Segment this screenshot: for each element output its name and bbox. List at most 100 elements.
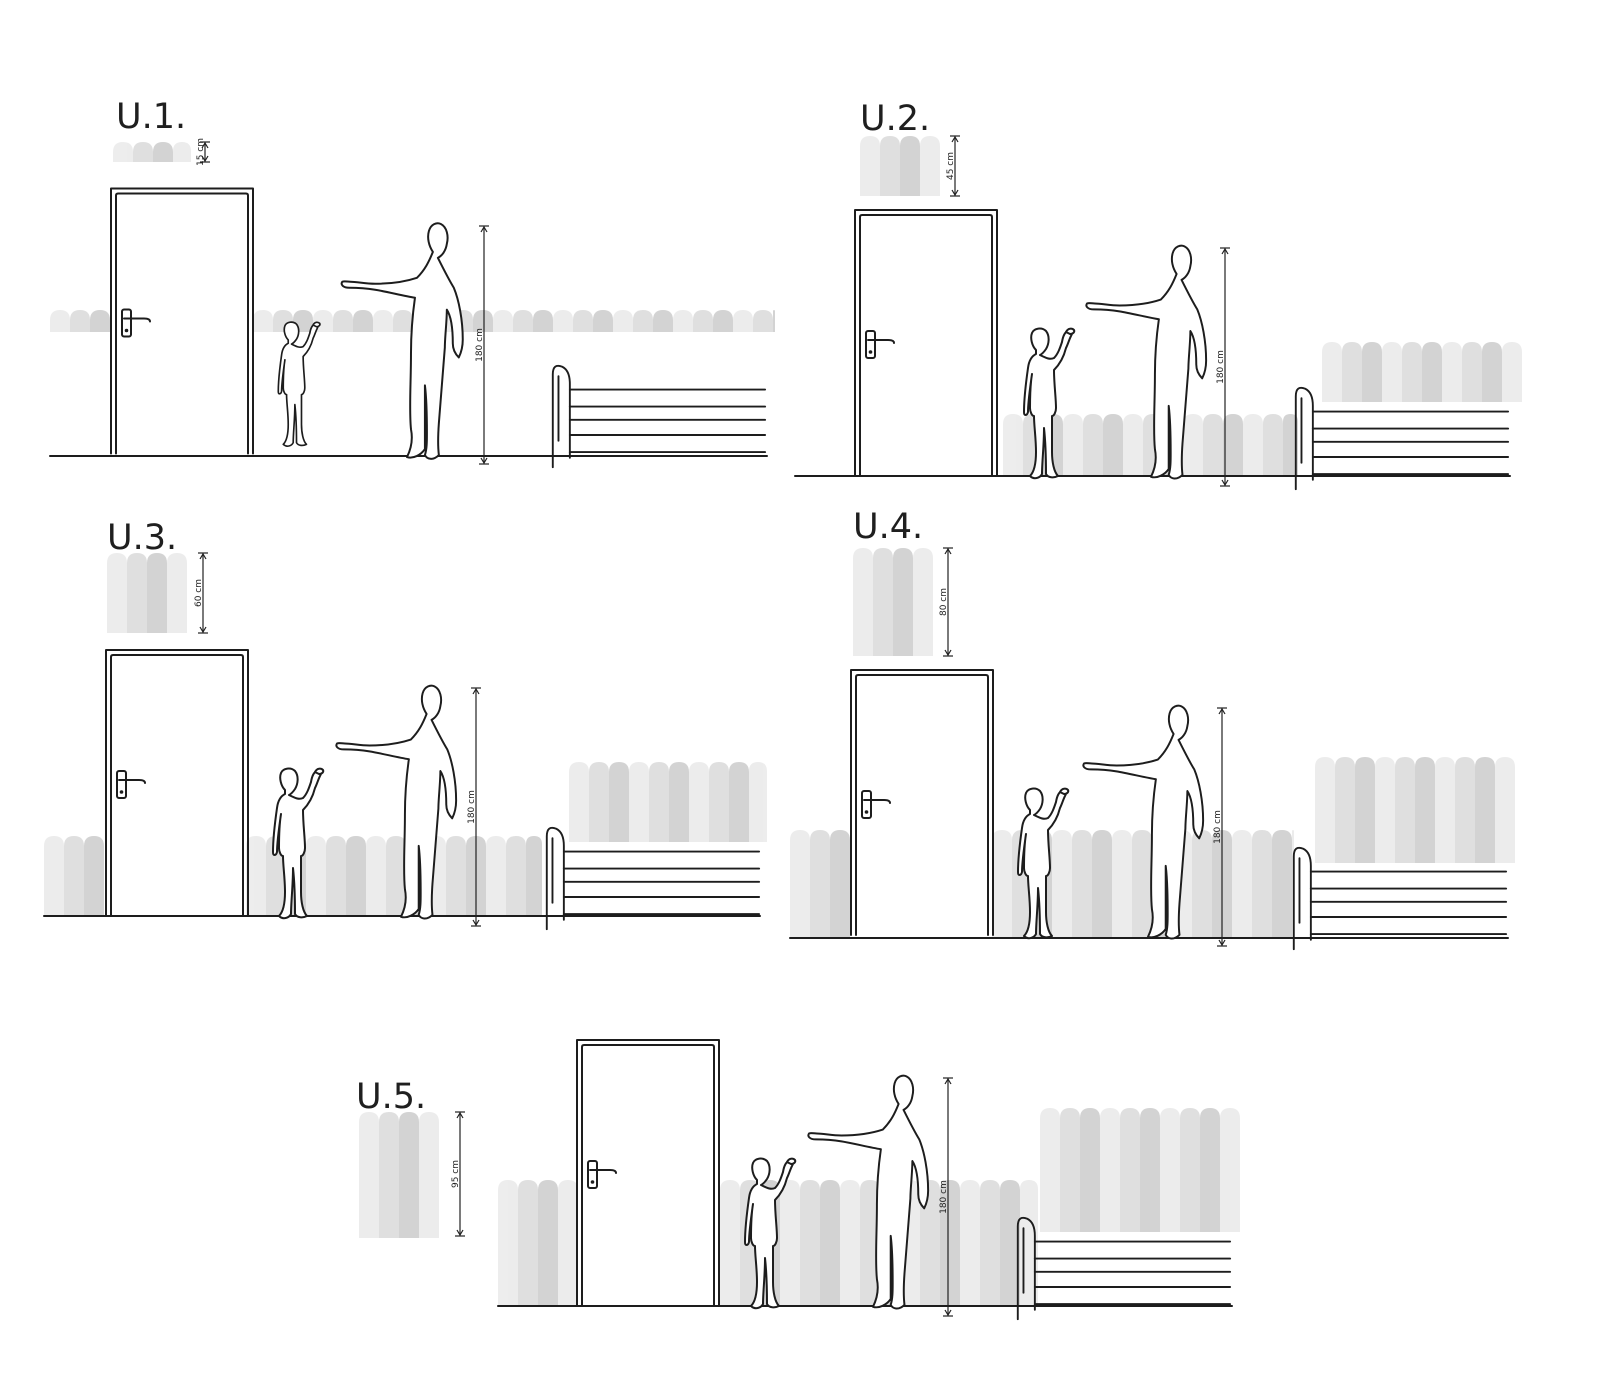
wall-panel-slat (1252, 830, 1272, 938)
wall-panel-slat (693, 310, 713, 332)
wall-panel-slat (84, 836, 104, 916)
wall-panel-slat (1063, 414, 1083, 476)
wall-panel-slat (920, 1180, 940, 1306)
variant-title: U.5. (356, 1077, 426, 1117)
wall-panel-slat (399, 1112, 419, 1238)
panel-sample-swatch (107, 553, 187, 633)
variant-title: U.2. (860, 99, 930, 139)
wall-panel-slat (820, 1180, 840, 1306)
wall-panel-slat (1322, 342, 1342, 402)
wall-panel-slat (880, 136, 900, 196)
wall-panel-slat (649, 762, 669, 842)
panel-sample-swatch (359, 1112, 439, 1238)
wall-panel-slat (1092, 830, 1112, 938)
wall-panel-slat (1103, 414, 1123, 476)
wall-panel-slat (1382, 342, 1402, 402)
dimension-label: 45 cm (946, 152, 956, 180)
wall-panel-icon (790, 830, 850, 938)
person-height-dimension: 180 cm (1216, 247, 1230, 487)
wall-panel-slat (153, 142, 173, 162)
wall-panel-slat (518, 1180, 538, 1306)
wall-panel-icon (50, 310, 110, 332)
bed-icon (545, 826, 761, 931)
wall-panel-slat (1160, 1108, 1180, 1232)
wall-panel-slat (346, 836, 366, 916)
door-icon (575, 1038, 721, 1307)
wall-panel-slat (840, 1180, 860, 1306)
wall-panel-slat (1040, 1108, 1060, 1232)
wall-panel-slat (633, 310, 653, 332)
wall-panel-slat (773, 310, 775, 332)
wall-panel-icon (1322, 342, 1522, 402)
wall-panel-slat (780, 1180, 800, 1306)
adult-figure-icon (340, 222, 464, 460)
wall-panel-slat (386, 836, 406, 916)
wall-panel-slat (1120, 1108, 1140, 1232)
wall-panel-slat (1203, 414, 1223, 476)
wall-panel-slat (733, 310, 753, 332)
wall-panel-slat (1220, 1108, 1240, 1232)
wall-panel-slat (1083, 414, 1103, 476)
wall-panel-slat (379, 1112, 399, 1238)
wall-panel-slat (900, 136, 920, 196)
variant-title: U.1. (116, 97, 186, 137)
wall-panel-slat (513, 310, 533, 332)
wall-panel-slat (473, 310, 493, 332)
wall-panel-slat (533, 310, 553, 332)
wall-panel-slat (593, 310, 613, 332)
wall-panel-slat (1475, 757, 1495, 863)
wall-panel-slat (729, 762, 749, 842)
wall-panel-slat (1482, 342, 1502, 402)
wall-panel-slat (373, 310, 393, 332)
wall-panel-slat (70, 310, 90, 332)
wall-panel-slat (689, 762, 709, 842)
wall-panel-icon (253, 310, 775, 332)
wall-panel-slat (860, 1180, 880, 1306)
wall-panel-slat (419, 1112, 439, 1238)
wall-panel-slat (810, 830, 830, 938)
panel-height-dimension: 80 cm (939, 547, 953, 657)
wall-panel-slat (753, 310, 773, 332)
wall-panel-slat (1272, 830, 1292, 938)
wall-panel-slat (1060, 1108, 1080, 1232)
door-icon (104, 648, 250, 917)
person-height-dimension: 180 cm (467, 687, 481, 927)
wall-panel-icon (498, 1180, 578, 1306)
wall-panel-slat (1402, 342, 1422, 402)
dimension-label: 180 cm (1216, 350, 1226, 384)
wall-panel-slat (44, 836, 64, 916)
wall-panel-slat (1080, 1108, 1100, 1232)
wall-panel-icon (1315, 757, 1515, 863)
wall-panel-slat (486, 836, 506, 916)
wall-panel-slat (609, 762, 629, 842)
wall-panel-slat (1415, 757, 1435, 863)
wall-panel-slat (1455, 757, 1475, 863)
wall-panel-slat (1232, 830, 1252, 938)
person-height-dimension: 180 cm (475, 225, 489, 465)
wall-panel-slat (133, 142, 153, 162)
wall-panel-slat (1132, 830, 1152, 938)
wall-panel-slat (353, 310, 373, 332)
wall-panel-slat (1435, 757, 1455, 863)
wall-panel-slat (253, 310, 273, 332)
wall-panel-slat (64, 836, 84, 916)
wall-panel-slat (1395, 757, 1415, 863)
wall-panel-slat (830, 830, 850, 938)
wall-panel-slat (553, 310, 573, 332)
wall-panel-slat (326, 836, 346, 916)
panel-height-dimension: 45 cm (946, 135, 960, 197)
wall-panel-icon (1040, 1108, 1240, 1232)
panel-height-dimension: 95 cm (451, 1111, 465, 1237)
wall-panel-slat (790, 830, 810, 938)
wall-panel-slat (980, 1180, 1000, 1306)
wall-panel-slat (446, 836, 466, 916)
wall-panel-icon (569, 762, 767, 842)
wall-panel-slat (1335, 757, 1355, 863)
wall-panel-slat (853, 548, 873, 656)
wall-panel-slat (893, 548, 913, 656)
wall-panel-slat (498, 1180, 518, 1306)
variant-u4: 180 cmU.4.80 cm (789, 507, 1515, 951)
wall-panel-slat (860, 136, 880, 196)
wall-panel-slat (669, 762, 689, 842)
